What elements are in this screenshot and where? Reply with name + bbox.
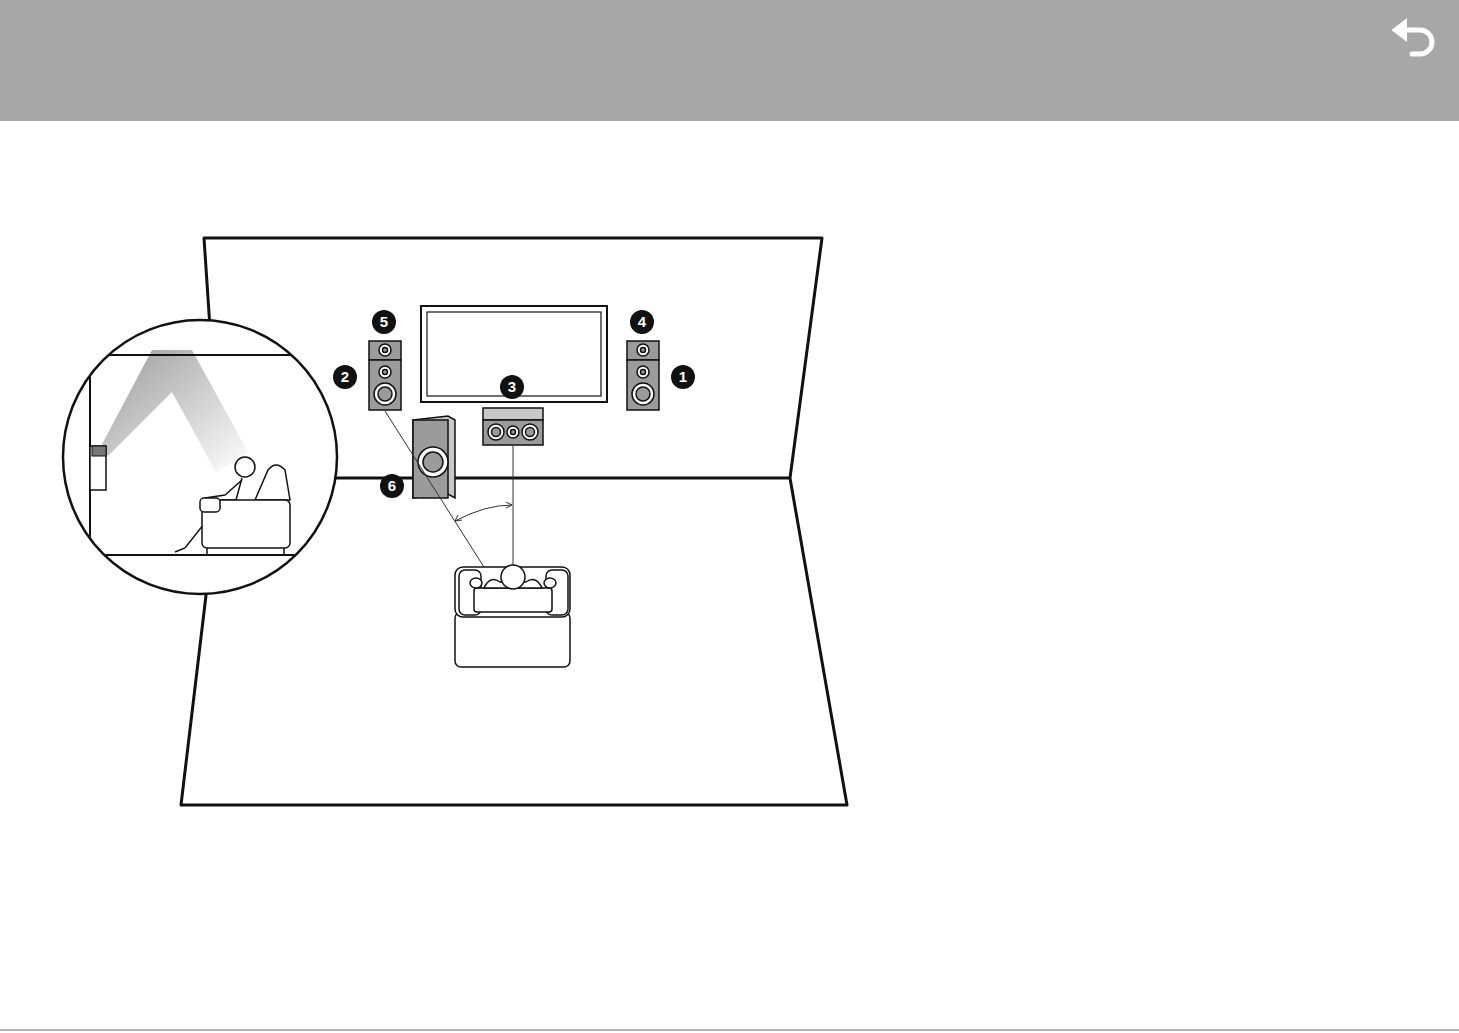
inset-side-view <box>60 300 340 600</box>
callout-number: 1 <box>671 365 695 389</box>
front-left-speaker <box>369 341 401 410</box>
tv <box>421 306 607 402</box>
callout-number: 3 <box>500 375 524 399</box>
room-outline <box>181 238 847 805</box>
front-right-speaker <box>627 341 659 410</box>
footer-rule <box>0 1030 1459 1031</box>
header-bar <box>0 0 1459 121</box>
subwoofer <box>413 416 455 498</box>
callout-number: 4 <box>630 310 654 334</box>
callout-number: 2 <box>333 365 357 389</box>
angle-lines <box>385 411 513 575</box>
callout-number: 5 <box>372 310 396 334</box>
listener-sofa <box>455 565 570 667</box>
center-speaker <box>483 408 543 445</box>
callout-number: 6 <box>380 474 404 498</box>
return-icon <box>1393 20 1432 54</box>
inset-circle <box>63 320 337 594</box>
